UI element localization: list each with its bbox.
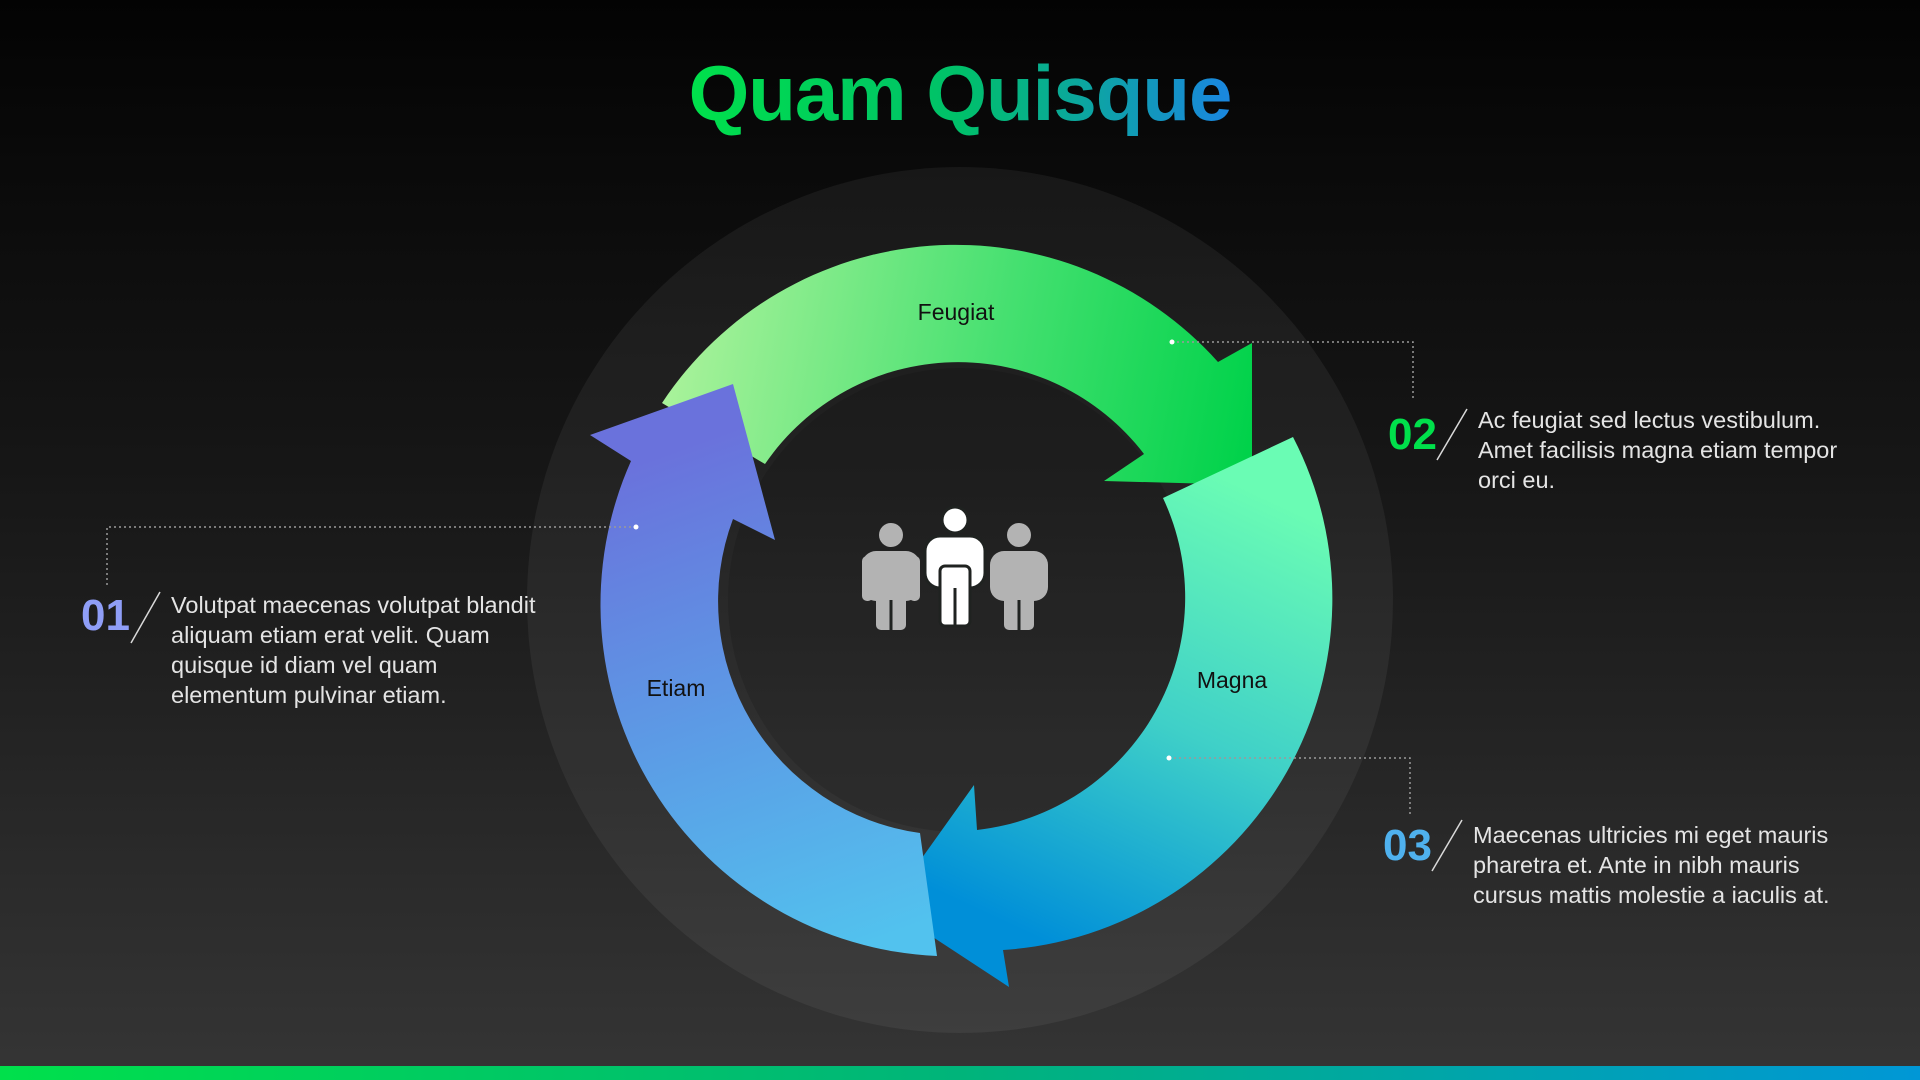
leader-dot-03	[1166, 755, 1172, 761]
slash-divider-03	[1431, 819, 1463, 872]
leader-dot-02	[1169, 339, 1175, 345]
cycle-label-feugiat: Feugiat	[918, 299, 995, 325]
step-number-02: 02	[1388, 410, 1437, 459]
step-number-03: 03	[1383, 821, 1432, 870]
people-group-icon	[862, 505, 1048, 630]
step-description-02: Ac feugiat sed lectus vestibulum. Amet f…	[1478, 407, 1838, 493]
page-title: Quam Quisque	[689, 49, 1232, 137]
leader-line-01	[106, 526, 636, 585]
arrow-feugiat	[662, 244, 1252, 485]
leader-dot-01	[633, 524, 639, 530]
slash-divider-01	[130, 591, 161, 644]
step-description-01: Volutpat maecenas volutpat blandit aliqu…	[171, 592, 536, 708]
slash-divider-02	[1436, 408, 1468, 461]
cycle-label-magna: Magna	[1197, 667, 1268, 693]
leader-line-03	[1169, 757, 1411, 815]
arrow-etiam	[590, 384, 937, 956]
step-description-03: Maecenas ultricies mi eget mauris pharet…	[1473, 822, 1830, 908]
arrow-magna	[887, 437, 1333, 987]
cycle-label-etiam: Etiam	[647, 675, 706, 701]
bottom-accent-bar	[0, 1066, 1920, 1080]
leader-line-02	[1172, 341, 1414, 400]
step-number-01: 01	[81, 591, 130, 640]
